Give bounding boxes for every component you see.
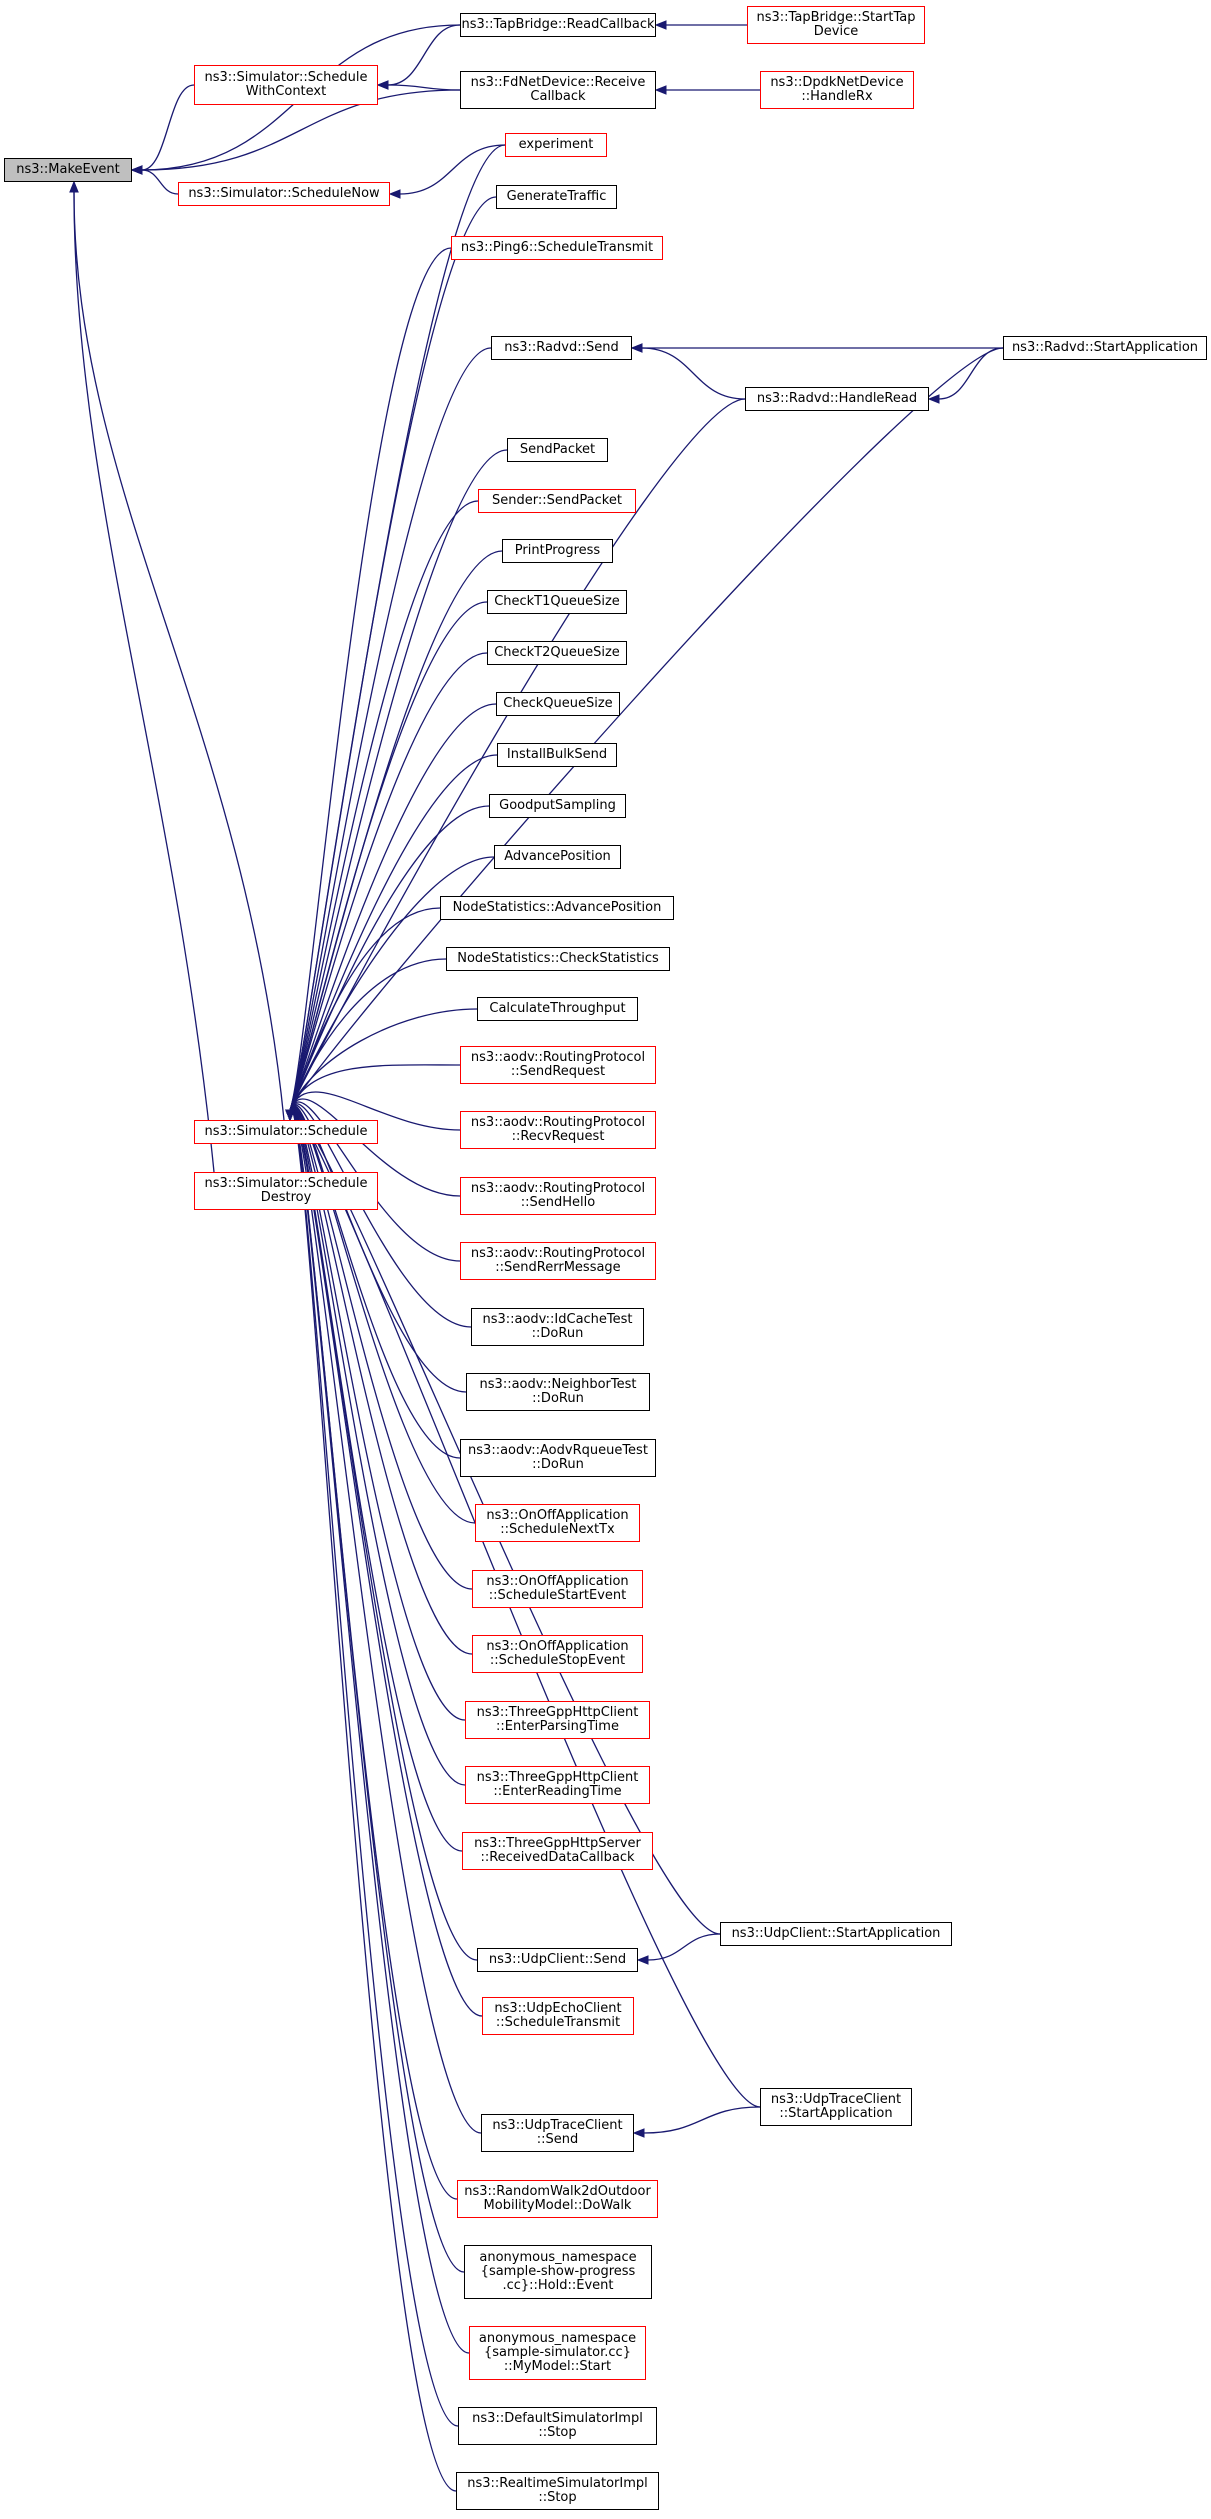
node-onoffnext[interactable]: ns3::OnOffApplication ::ScheduleNextTx (475, 1504, 640, 1542)
edge-arrow (289, 1064, 461, 1111)
edge-arrowhead (69, 180, 79, 193)
edge-arrow (73, 191, 285, 1121)
edge-arrowhead (632, 2128, 645, 2138)
node-httpserver[interactable]: ns3::ThreeGppHttpServer ::ReceivedDataCa… (462, 1832, 653, 1870)
node-httpparse[interactable]: ns3::ThreeGppHttpClient ::EnterParsingTi… (465, 1701, 650, 1739)
edge-arrow (141, 84, 195, 171)
edge-arrow (289, 958, 447, 1111)
node-udptracestart[interactable]: ns3::UdpTraceClient ::StartApplication (760, 2088, 912, 2126)
edge-arrow (141, 89, 461, 171)
edge-arrow (141, 169, 179, 195)
edge-arrow (289, 247, 452, 1111)
node-onoffstart[interactable]: ns3::OnOffApplication ::ScheduleStartEve… (472, 1570, 643, 1608)
node-udpclientsend[interactable]: ns3::UdpClient::Send (477, 1948, 638, 1972)
node-sendersend[interactable]: Sender::SendPacket (478, 489, 636, 513)
edge-arrow (289, 347, 1004, 1111)
node-holdevent[interactable]: anonymous_namespace {sample-show-progres… (464, 2245, 652, 2299)
edge-arrow (387, 84, 461, 91)
node-installbulk[interactable]: InstallBulkSend (497, 743, 617, 767)
node-aodvrecvreq[interactable]: ns3::aodv::RoutingProtocol ::RecvRequest (460, 1111, 656, 1149)
node-httpread[interactable]: ns3::ThreeGppHttpClient ::EnterReadingTi… (465, 1766, 650, 1804)
edge-arrowhead (654, 85, 667, 95)
node-fdnetrecv[interactable]: ns3::FdNetDevice::Receive Callback (460, 71, 656, 109)
node-udptracesend[interactable]: ns3::UdpTraceClient ::Send (481, 2114, 634, 2152)
edge-arrow (289, 1108, 470, 2354)
node-advpos[interactable]: AdvancePosition (494, 845, 621, 869)
node-schednow[interactable]: ns3::Simulator::ScheduleNow (178, 182, 390, 206)
node-checkt2[interactable]: CheckT2QueueSize (487, 641, 627, 665)
edge-arrow (73, 191, 215, 1173)
node-nsadvpos[interactable]: NodeStatistics::AdvancePosition (440, 896, 674, 920)
node-goodput[interactable]: GoodputSampling (489, 794, 626, 818)
node-radvdread[interactable]: ns3::Radvd::HandleRead (745, 387, 929, 411)
node-defaultstop[interactable]: ns3::DefaultSimulatorImpl ::Stop (458, 2407, 657, 2445)
edge-arrow (399, 144, 506, 195)
edge-arrow (289, 500, 479, 1111)
node-udpecho[interactable]: ns3::UdpEchoClient ::ScheduleTransmit (482, 1997, 634, 2035)
node-idcache[interactable]: ns3::aodv::IdCacheTest ::DoRun (471, 1308, 644, 1346)
node-radvdstart[interactable]: ns3::Radvd::StartApplication (1003, 336, 1207, 360)
node-radvdsend[interactable]: ns3::Radvd::Send (491, 336, 632, 360)
edge-arrow (647, 1933, 721, 1961)
edge-arrow (289, 1105, 461, 1459)
node-tapstartdev[interactable]: ns3::TapBridge::StartTap Device (747, 6, 925, 44)
edge-arrow (289, 703, 497, 1111)
node-sendpacket[interactable]: SendPacket (507, 438, 608, 462)
node-aodvhello[interactable]: ns3::aodv::RoutingProtocol ::SendHello (460, 1177, 656, 1215)
edge-arrowhead (130, 165, 143, 175)
node-aodvsendreq[interactable]: ns3::aodv::RoutingProtocol ::SendRequest (460, 1046, 656, 1084)
edge-arrowhead (285, 1109, 295, 1122)
node-scheddestroy[interactable]: ns3::Simulator::Schedule Destroy (194, 1172, 378, 1210)
node-ping6[interactable]: ns3::Ping6::ScheduleTransmit (451, 236, 663, 260)
edge-arrow (289, 1101, 461, 1262)
node-neighbortest[interactable]: ns3::aodv::NeighborTest ::DoRun (466, 1373, 650, 1411)
edge-arrowhead (630, 343, 643, 353)
node-experiment[interactable]: experiment (505, 133, 607, 157)
edge-arrow (387, 24, 461, 86)
edge-arrowhead (636, 1955, 649, 1965)
edge-arrowhead (654, 20, 667, 30)
node-onoffstop[interactable]: ns3::OnOffApplication ::ScheduleStopEven… (472, 1635, 643, 1673)
edge-arrow (289, 1008, 478, 1111)
node-schedwithctx[interactable]: ns3::Simulator::Schedule WithContext (194, 65, 378, 105)
edge-arrow (289, 1108, 459, 2427)
edge-arrow (938, 347, 1004, 400)
edge-arrow (289, 907, 441, 1111)
edge-arrowhead (388, 189, 401, 199)
node-aodvrerr[interactable]: ns3::aodv::RoutingProtocol ::SendRerrMes… (460, 1242, 656, 1280)
node-makeevent: ns3::MakeEvent (4, 158, 132, 182)
node-calcthru[interactable]: CalculateThroughput (477, 997, 638, 1021)
edge-arrowhead (927, 394, 940, 404)
node-mymodel[interactable]: anonymous_namespace {sample-simulator.cc… (469, 2326, 646, 2380)
node-checkt1[interactable]: CheckT1QueueSize (487, 590, 627, 614)
node-checkq[interactable]: CheckQueueSize (496, 692, 620, 716)
edge-arrow (289, 601, 488, 1111)
edge-arrow (289, 1107, 483, 2017)
node-printprog[interactable]: PrintProgress (502, 539, 613, 563)
edge-arrow (289, 449, 508, 1111)
node-nscheckstats[interactable]: NodeStatistics::CheckStatistics (446, 947, 670, 971)
edge-arrow (289, 1091, 461, 1131)
node-schedule[interactable]: ns3::Simulator::Schedule (194, 1120, 378, 1144)
edge-arrow (643, 2106, 761, 2134)
node-udpclientstart[interactable]: ns3::UdpClient::StartApplication (720, 1922, 952, 1946)
node-dpdkrx[interactable]: ns3::DpdkNetDevice ::HandleRx (760, 71, 914, 109)
edge-arrow (289, 652, 488, 1111)
node-randomwalk[interactable]: ns3::RandomWalk2dOutdoor MobilityModel::… (457, 2180, 658, 2218)
edge-arrow (641, 347, 746, 400)
edge-arrow (289, 347, 492, 1111)
edge-arrow (289, 1107, 482, 2134)
node-tapreadcb[interactable]: ns3::TapBridge::ReadCallback (460, 13, 656, 37)
edge-arrowhead (376, 80, 389, 90)
node-gentraffic[interactable]: GenerateTraffic (496, 185, 617, 209)
node-realtimestop[interactable]: ns3::RealtimeSimulatorImpl ::Stop (456, 2472, 659, 2510)
node-rqueuetest[interactable]: ns3::aodv::AodvRqueueTest ::DoRun (460, 1439, 656, 1477)
